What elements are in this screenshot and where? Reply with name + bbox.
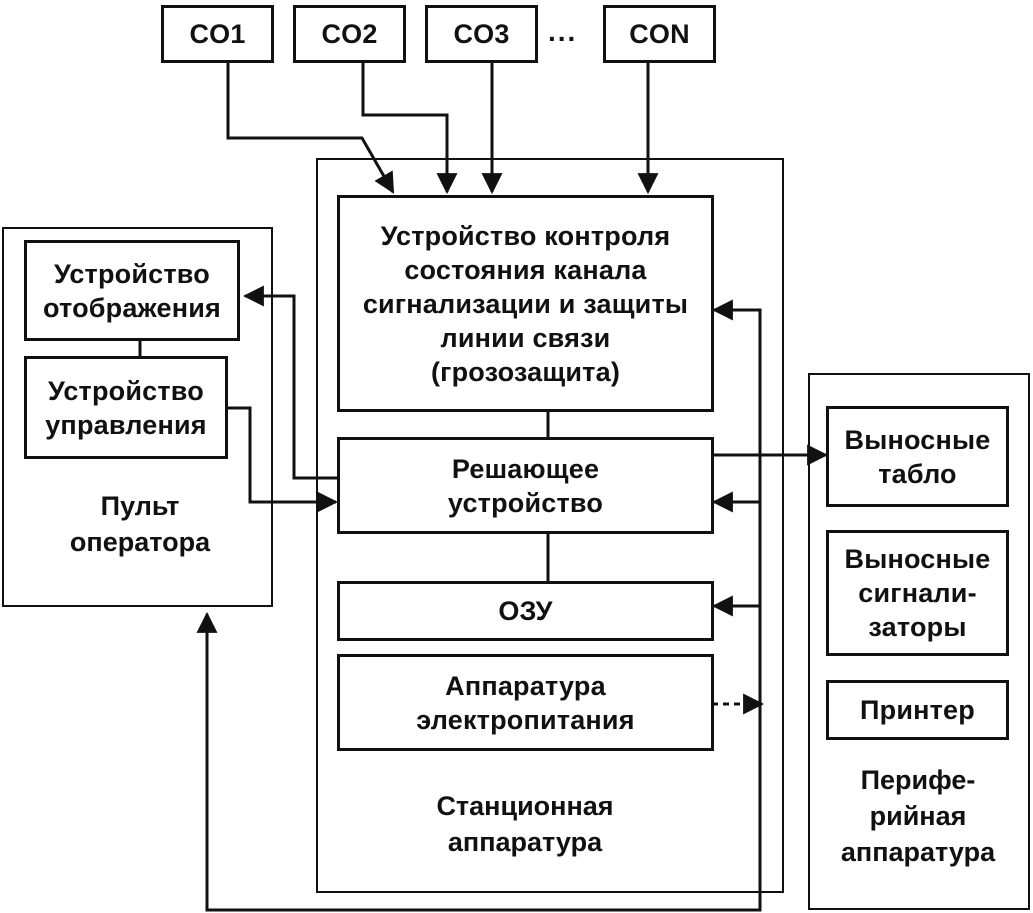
source-con: CON	[603, 5, 716, 63]
remote-signalers: Выносные сигнали- заторы	[826, 530, 1009, 656]
display-unit: Устройство отображения	[24, 240, 240, 341]
ram-unit-label: ОЗУ	[498, 596, 553, 626]
station-equipment-frame	[316, 158, 784, 893]
source-co3: CO3	[425, 5, 538, 63]
power-unit-label: Аппаратура электропитания	[416, 670, 635, 735]
line-co2a	[361, 63, 458, 195]
remote-signalers-label: Выносные сигнали- заторы	[844, 544, 991, 642]
remote-boards-label: Выносные табло	[844, 424, 991, 489]
decision-unit-label: Решающее устройство	[447, 453, 604, 518]
printer-label: Принтер	[860, 695, 975, 725]
line-control-unit-label: Устройство контроля состояния канала сиг…	[362, 220, 689, 387]
source-co2: CO2	[293, 5, 406, 63]
line-bus-right	[711, 299, 762, 875]
line-decision-display	[242, 285, 338, 480]
control-device: Устройство управления	[24, 356, 228, 459]
remote-boards: Выносные табло	[826, 406, 1009, 507]
decision-unit: Решающее устройство	[337, 437, 714, 534]
line-bottom-loop	[196, 611, 762, 912]
source-co3-label: CO3	[453, 19, 510, 49]
peripheral-equipment-frame	[808, 373, 1030, 910]
station-caption: Станционная аппаратура	[436, 791, 614, 857]
line-control-decision	[226, 406, 339, 513]
power-unit: Аппаратура электропитания	[337, 654, 714, 751]
source-co1: CO1	[161, 5, 274, 63]
source-co2-label: CO2	[321, 19, 378, 49]
display-unit-label: Устройство отображения	[42, 258, 222, 323]
source-co1-label: CO1	[189, 19, 246, 49]
line-control-unit: Устройство контроля состояния канала сиг…	[337, 195, 714, 412]
ram-unit: ОЗУ	[337, 581, 714, 641]
operator-caption: Пульт оператора	[69, 491, 211, 557]
line-co1	[226, 63, 395, 194]
control-device-label: Устройство управления	[45, 375, 207, 440]
sources-ellipsis: ...	[548, 16, 578, 47]
operator-console-frame	[2, 227, 273, 607]
peripheral-caption: Перифе- рийная аппаратура	[840, 765, 996, 867]
source-con-label: CON	[629, 19, 690, 49]
printer: Принтер	[826, 680, 1009, 740]
